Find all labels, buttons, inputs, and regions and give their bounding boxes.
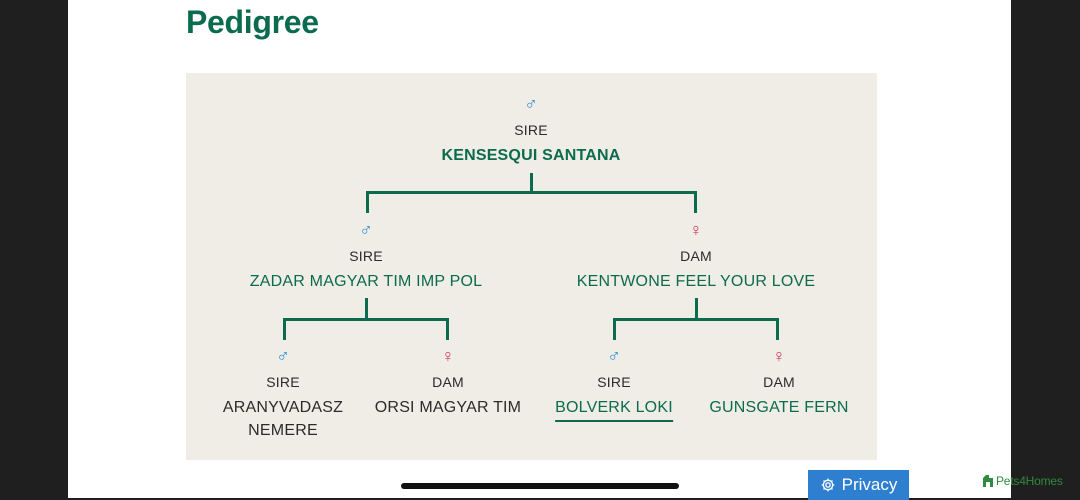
pedigree-panel: ♂ SIRE KENSESQUI SANTANA ♂ SIRE ZADAR MA… bbox=[186, 73, 877, 460]
sire-stem-line bbox=[365, 298, 368, 320]
pedigree-dam-dam: ♀ DAM GUNSGATE FERN bbox=[709, 347, 848, 419]
sire-dam-drop-line bbox=[446, 318, 449, 340]
gen1-sire-drop-line bbox=[366, 191, 369, 213]
dam-sire-role: SIRE bbox=[597, 374, 631, 390]
root-name: KENSESQUI SANTANA bbox=[441, 147, 621, 164]
pedigree-sire-sire: ♂ SIRE ARANYVADASZ NEMERE bbox=[223, 347, 343, 442]
male-symbol-icon: ♂ bbox=[276, 346, 290, 366]
sire-dam-role: DAM bbox=[432, 374, 464, 390]
dam-name: KENTWONE FEEL YOUR LOVE bbox=[576, 273, 816, 290]
gen1-horizontal-line bbox=[366, 191, 697, 194]
sire-sire-drop-line bbox=[283, 318, 286, 340]
dam-dam-name: GUNSGATE FERN bbox=[709, 399, 849, 416]
pedigree-root: ♂ SIRE KENSESQUI SANTANA bbox=[441, 95, 620, 167]
sire-name: ZADAR MAGYAR TIM IMP POL bbox=[249, 273, 483, 290]
dam-dam-role: DAM bbox=[763, 374, 795, 390]
brand-label: Pets4Homes bbox=[996, 474, 1063, 488]
female-symbol-icon: ♀ bbox=[441, 346, 455, 366]
female-symbol-icon: ♀ bbox=[772, 346, 786, 366]
privacy-label: Privacy bbox=[841, 475, 898, 494]
sire-horizontal-line bbox=[283, 318, 449, 321]
pets4homes-logo-icon bbox=[982, 474, 994, 488]
male-symbol-icon: ♂ bbox=[359, 220, 373, 240]
root-role: SIRE bbox=[514, 122, 548, 138]
dam-sire-drop-line bbox=[613, 318, 616, 340]
dam-role: DAM bbox=[680, 248, 712, 264]
brand-watermark: Pets4Homes bbox=[982, 474, 1063, 488]
dam-dam-drop-line bbox=[776, 318, 779, 340]
gen1-dam-drop-line bbox=[694, 191, 697, 213]
home-indicator-bar[interactable] bbox=[401, 483, 679, 489]
pedigree-dam: ♀ DAM KENTWONE FEEL YOUR LOVE bbox=[577, 221, 815, 293]
privacy-button[interactable]: Privacy bbox=[808, 470, 909, 500]
pedigree-sire: ♂ SIRE ZADAR MAGYAR TIM IMP POL bbox=[250, 221, 482, 293]
gear-icon bbox=[820, 477, 836, 493]
sire-sire-role: SIRE bbox=[266, 374, 300, 390]
pedigree-sire-dam: ♀ DAM ORSI MAGYAR TIM bbox=[375, 347, 521, 419]
sire-role: SIRE bbox=[349, 248, 383, 264]
dam-sire-name-link[interactable]: BOLVERK LOKI bbox=[555, 396, 673, 422]
page-title: Pedigree bbox=[186, 4, 319, 40]
root-stem-line bbox=[530, 173, 533, 193]
dam-stem-line bbox=[695, 298, 698, 320]
sire-sire-name-line1: ARANYVADASZ bbox=[222, 399, 344, 416]
male-symbol-icon: ♂ bbox=[524, 94, 538, 114]
dam-horizontal-line bbox=[613, 318, 779, 321]
pedigree-dam-sire: ♂ SIRE BOLVERK LOKI bbox=[555, 347, 673, 422]
sire-dam-name: ORSI MAGYAR TIM bbox=[374, 399, 522, 416]
male-symbol-icon: ♂ bbox=[607, 346, 621, 366]
sire-sire-name-line2: NEMERE bbox=[248, 422, 318, 439]
female-symbol-icon: ♀ bbox=[689, 220, 703, 240]
